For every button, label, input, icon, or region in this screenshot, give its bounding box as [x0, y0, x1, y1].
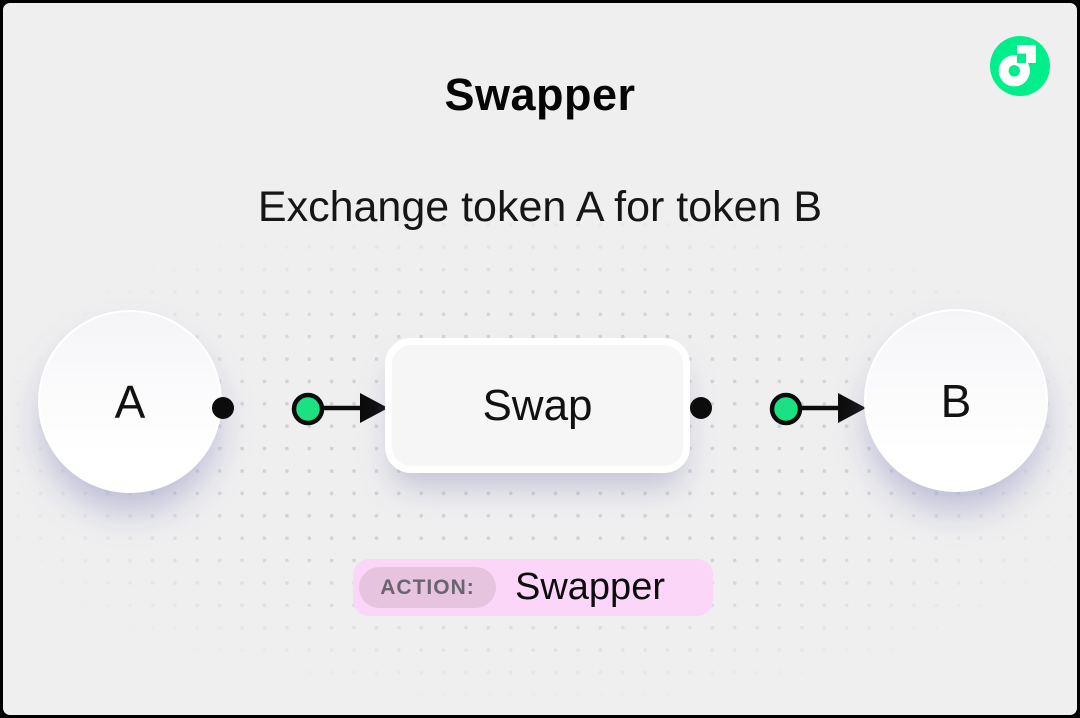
edge-green-node	[769, 392, 803, 426]
node-token-b: B	[864, 309, 1048, 492]
arrowhead-icon	[360, 393, 388, 423]
action-badge: ACTION: Swapper	[353, 559, 713, 616]
flow-logo	[990, 36, 1050, 96]
action-badge-label: ACTION:	[359, 567, 496, 608]
edge-start-dot	[690, 397, 712, 419]
action-badge-value: Swapper	[515, 566, 665, 608]
node-token-b-label: B	[940, 374, 972, 427]
edge-start-dot	[212, 397, 234, 419]
node-swap: Swap	[385, 338, 690, 473]
node-swap-label: Swap	[482, 380, 593, 430]
page-subtitle: Exchange token A for token B	[257, 183, 823, 231]
connector-arrow-swap-to-b	[690, 392, 866, 426]
page-title: Swapper	[444, 69, 636, 120]
edge-green-node	[291, 392, 325, 426]
node-token-a: A	[38, 310, 222, 493]
flow-logo-icon	[990, 36, 1050, 96]
arrowhead-icon	[838, 393, 866, 423]
node-token-a-label: A	[114, 375, 146, 428]
connector-arrow-a-to-swap	[212, 392, 388, 426]
